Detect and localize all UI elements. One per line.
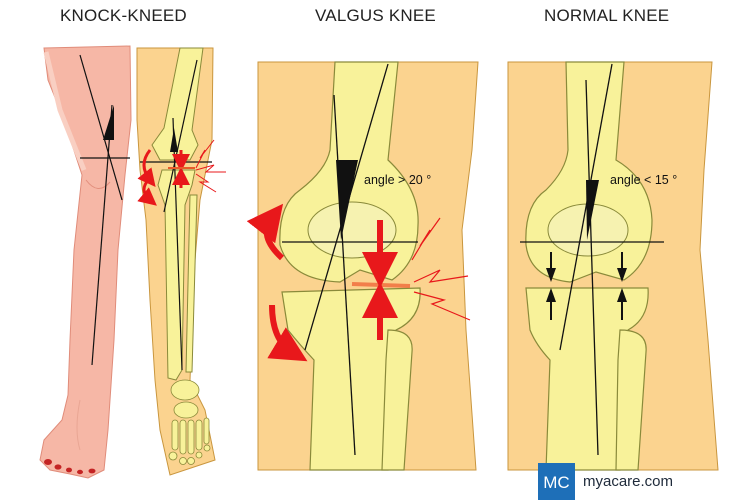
normal-angle-label: angle < 15 °: [610, 173, 677, 187]
femur: [151, 47, 204, 161]
toenails: [44, 459, 96, 475]
fibula: [185, 194, 198, 373]
normal-fibula: [615, 329, 647, 471]
title-valgus-knee: VALGUS KNEE: [315, 6, 436, 25]
title-normal-knee: NORMAL KNEE: [544, 6, 670, 25]
foot-bones: [168, 379, 211, 465]
valgus-angle-label: angle > 20 °: [364, 173, 431, 187]
brand-name: myacare.com: [583, 473, 674, 490]
knock-kneed-panel: [39, 45, 226, 479]
brand-logo-letters: MC: [543, 473, 569, 492]
tibia: [157, 169, 196, 381]
skin-leg: [39, 45, 132, 479]
brand-logo-mark: MC: [543, 473, 569, 492]
valgus-panel: angle > 20 °: [246, 61, 479, 471]
brand: MC myacare.com: [538, 463, 673, 500]
brand-logo: MC: [538, 463, 575, 500]
valgus-patella: [307, 201, 397, 259]
normal-panel: angle < 15 °: [507, 61, 719, 471]
title-knock-kneed: KNOCK-KNEED: [60, 6, 187, 25]
valgus-fibula: [381, 329, 413, 471]
